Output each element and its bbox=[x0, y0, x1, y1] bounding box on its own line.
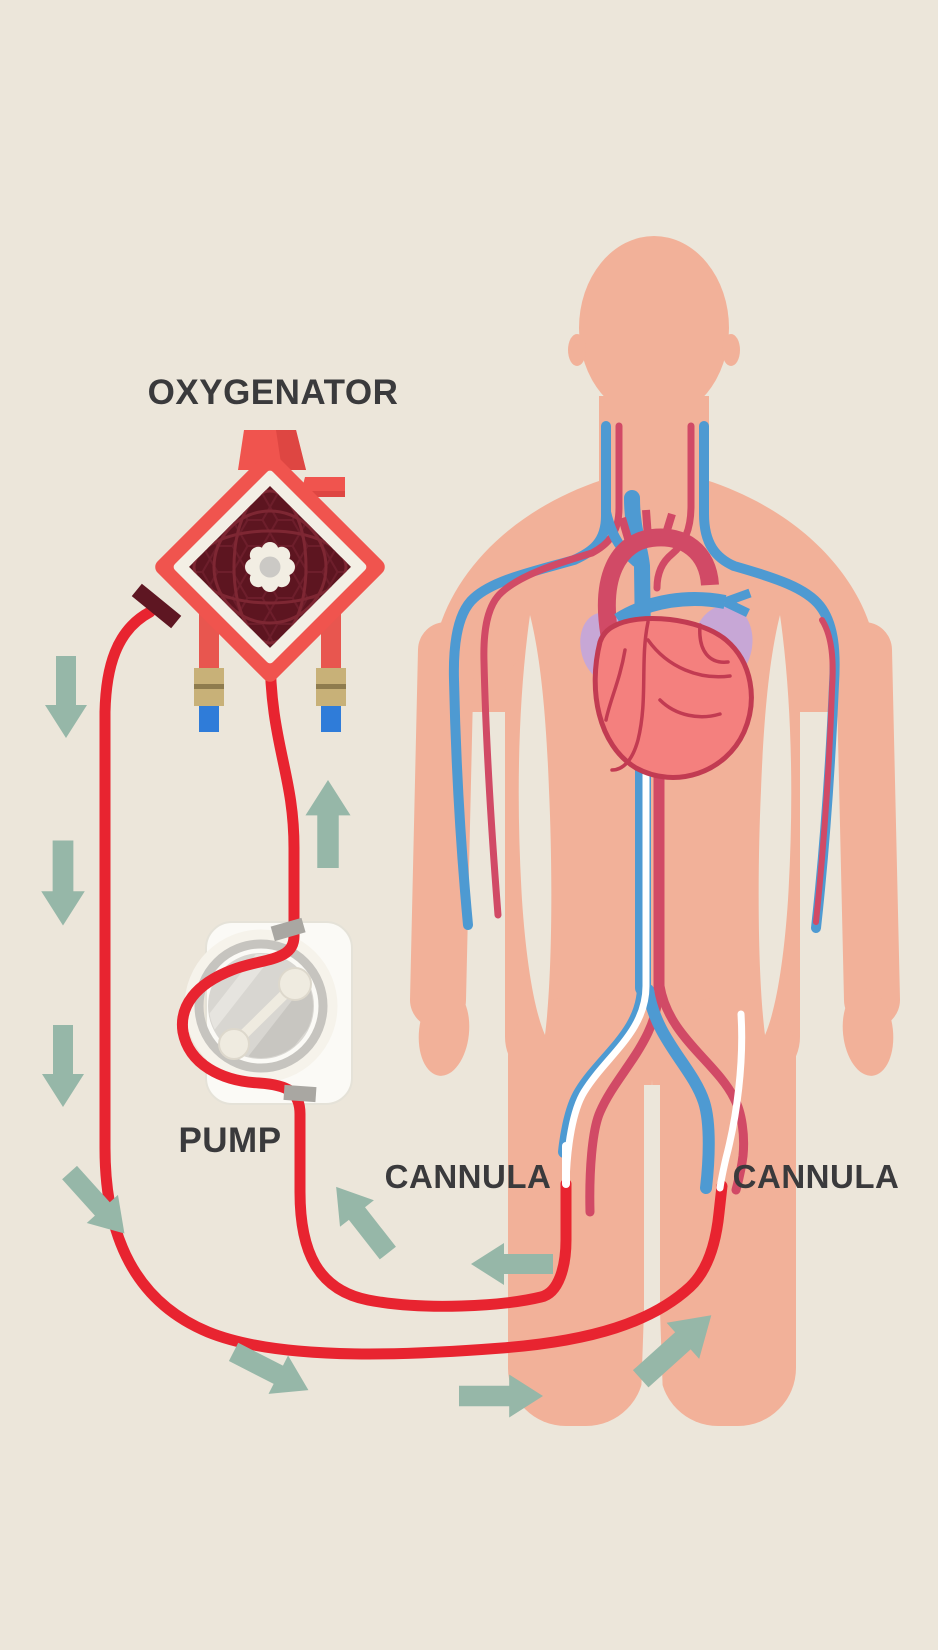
ear-left bbox=[568, 334, 586, 366]
tube-guide-top bbox=[270, 917, 306, 942]
flow-arrow-down-right bbox=[62, 1165, 125, 1234]
pulmonary-branches bbox=[723, 588, 752, 618]
hand-right bbox=[842, 988, 894, 1076]
cannula-right-label: CANNULA bbox=[733, 1158, 900, 1195]
side-outlet-shade bbox=[305, 491, 345, 497]
artery-arm-right bbox=[813, 617, 836, 925]
flow-arrow-left bbox=[471, 1243, 553, 1285]
port-left-connector-band bbox=[194, 684, 224, 689]
roller-disc-bottom bbox=[218, 1028, 250, 1060]
flow-arrow-up-left bbox=[336, 1186, 396, 1260]
flow-arrow-up bbox=[305, 779, 351, 869]
crotch-gap bbox=[640, 1080, 664, 1426]
iliac-artery-left bbox=[585, 981, 664, 1217]
cannula-left-label: CANNULA bbox=[385, 1158, 552, 1195]
oxygenator-label: OXYGENATOR bbox=[148, 373, 399, 412]
flow-arrows bbox=[41, 656, 712, 1418]
ear-right bbox=[722, 334, 740, 366]
impeller-hub bbox=[259, 556, 281, 578]
pump-label: PUMP bbox=[178, 1121, 281, 1160]
artery-neck-right bbox=[653, 422, 695, 592]
oxygenator-device bbox=[131, 430, 385, 732]
arm-right bbox=[836, 622, 900, 1028]
aortic-arch bbox=[597, 528, 719, 650]
pump-roller-assembly bbox=[218, 917, 317, 1103]
arm-left bbox=[410, 622, 474, 1028]
flow-arrow-right bbox=[459, 1374, 543, 1418]
tube-arterial-return bbox=[99, 606, 728, 1360]
flow-arrow-down bbox=[42, 1025, 84, 1107]
arch-branches bbox=[618, 509, 676, 547]
heart bbox=[580, 509, 754, 780]
armpit-gap-right bbox=[758, 615, 792, 1035]
top-inlet-shade bbox=[276, 430, 306, 470]
cannula-tip-right bbox=[716, 1010, 746, 1192]
coronary-vessels bbox=[604, 620, 732, 772]
artery-neck-arm-left bbox=[480, 422, 623, 919]
iliac-vein-right bbox=[642, 984, 715, 1194]
port-right-blue-tip bbox=[321, 706, 341, 732]
flow-arrow-down bbox=[45, 656, 87, 738]
hand-left bbox=[418, 988, 470, 1076]
outflow-connector bbox=[131, 583, 182, 629]
pulmonary-artery bbox=[614, 592, 727, 627]
circuit-tubing bbox=[99, 606, 746, 1360]
roller-disc-top bbox=[278, 967, 312, 1001]
flow-arrow-up-right bbox=[632, 1315, 712, 1388]
tube-venous-drainage bbox=[176, 644, 572, 1312]
heart-body bbox=[592, 616, 754, 780]
flow-arrow-down-right bbox=[228, 1342, 309, 1394]
tube-guide-bottom bbox=[283, 1084, 317, 1103]
leg-left bbox=[508, 998, 644, 1426]
port-right-connector-band bbox=[316, 684, 346, 689]
impeller bbox=[245, 542, 295, 592]
port-left-blue-tip bbox=[199, 706, 219, 732]
head bbox=[579, 236, 729, 420]
flow-arrow-down bbox=[41, 840, 85, 926]
armpit-gap-left bbox=[518, 615, 552, 1035]
pump-rim bbox=[194, 939, 328, 1073]
